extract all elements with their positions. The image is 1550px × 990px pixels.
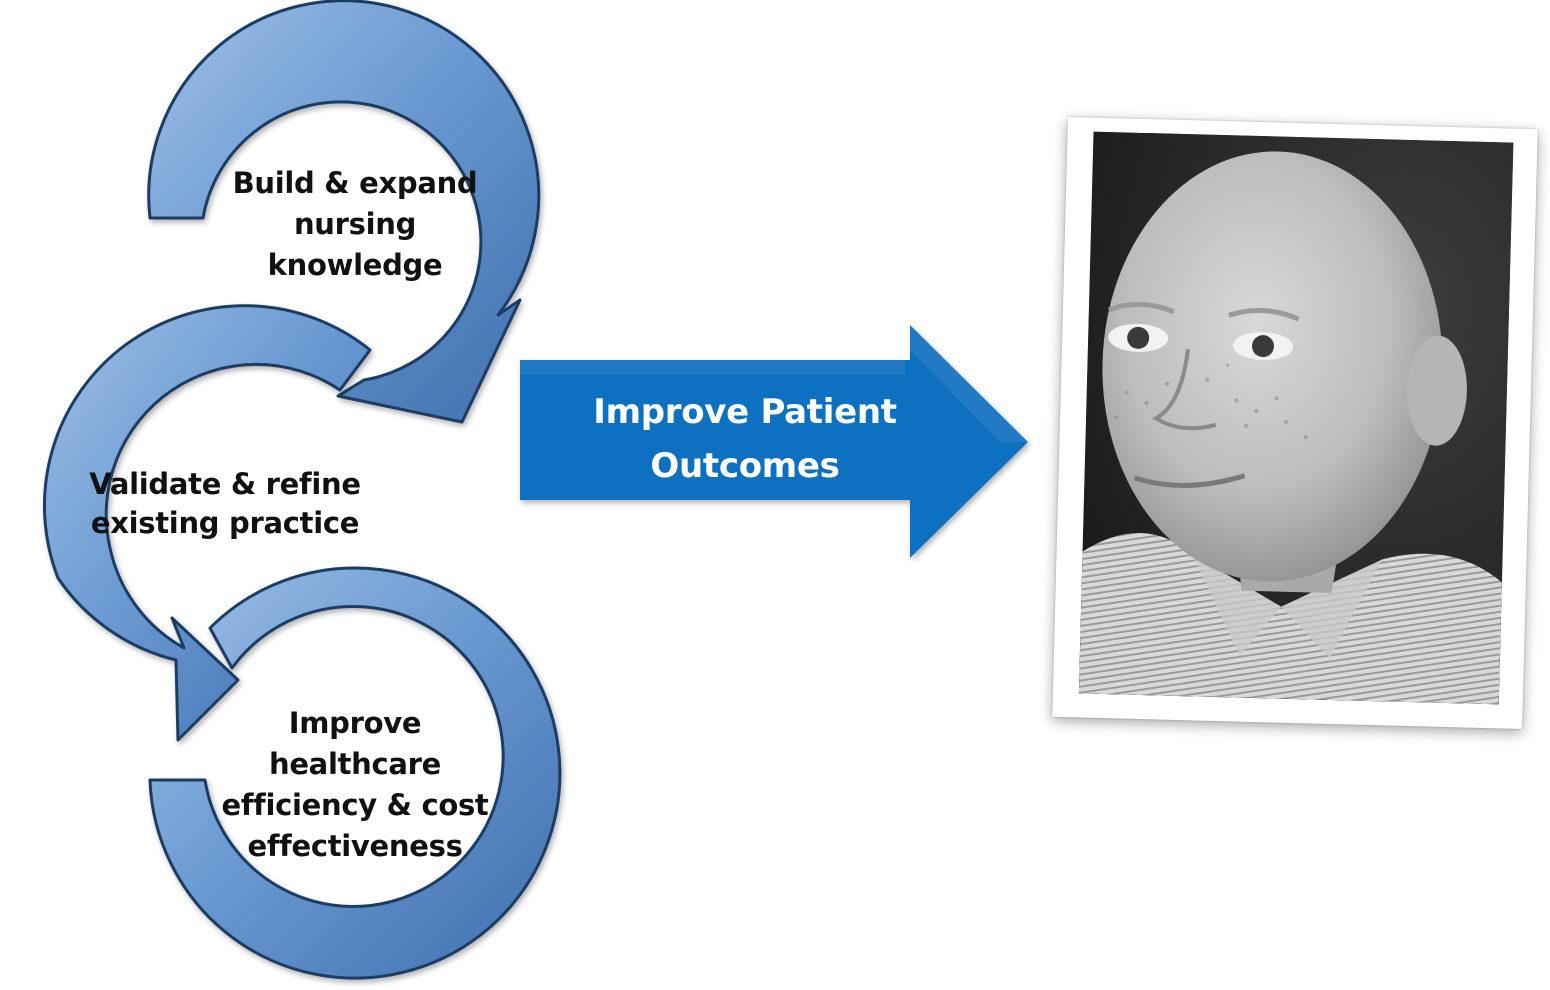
cycle-step-3-label: Improve healthcare efficiency & cost eff… [221,706,489,863]
photo-frame [1052,116,1538,730]
outcome-arrow [520,325,1028,558]
cycle-arrow-3 [148,566,562,980]
cycle-arrow-1 [147,0,541,424]
cycle-arrow-2 [43,304,372,742]
cycle-step-1-label: Build & expand nursing knowledge [232,166,478,282]
outcome-arrow-label: Improve Patient Outcomes [593,392,897,486]
child-portrait-photo [1078,131,1514,705]
cycle-step-2-label: Validate & refine existing practice [89,467,361,540]
